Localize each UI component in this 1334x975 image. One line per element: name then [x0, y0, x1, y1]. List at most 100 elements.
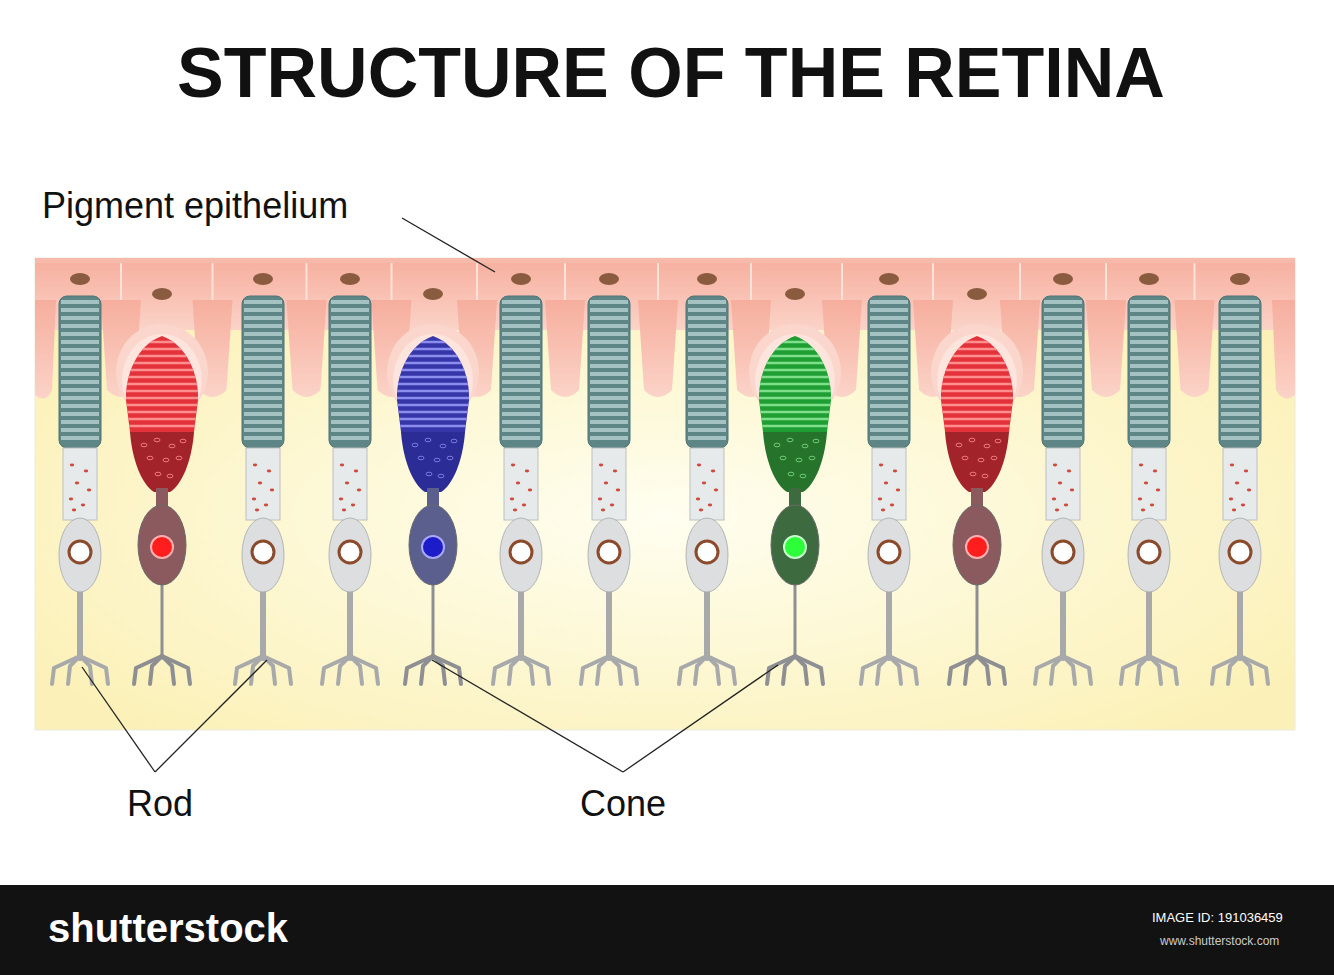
rod-disc	[590, 396, 628, 400]
rod-disc	[1130, 356, 1168, 360]
rod-disc	[590, 316, 628, 320]
mitochondrion	[1052, 498, 1056, 501]
rod-disc	[870, 436, 908, 440]
rod-disc	[1221, 340, 1259, 344]
mitochondrion	[1230, 464, 1234, 467]
mitochondrion	[264, 504, 268, 507]
photoreceptors	[52, 296, 1268, 684]
cone-cell	[937, 336, 1017, 684]
mitochondrion	[813, 439, 819, 443]
rod-disc	[1221, 420, 1259, 424]
mitochondrion	[426, 472, 432, 476]
rod-disc	[1130, 300, 1168, 304]
rod-nucleus	[1138, 541, 1160, 563]
rod-disc	[590, 364, 628, 368]
rod-disc	[688, 324, 726, 328]
cell-boundary	[1019, 262, 1021, 300]
cone-disc	[122, 355, 202, 358]
synaptic-terminal	[1051, 656, 1063, 684]
synaptic-terminal	[889, 656, 917, 684]
axon	[77, 585, 83, 658]
mitochondrion	[412, 443, 418, 447]
rod-disc	[331, 356, 369, 360]
rod-cell-body	[686, 518, 728, 592]
rod-disc	[870, 340, 908, 344]
rod-inner-segment	[690, 448, 724, 520]
mitochondrion	[984, 444, 990, 448]
rod-disc	[61, 364, 99, 368]
rod-outer-segment	[686, 296, 728, 448]
synaptic-terminal	[609, 656, 637, 684]
rod-disc	[244, 364, 282, 368]
rod-disc	[502, 428, 540, 432]
rod-disc	[1130, 324, 1168, 328]
synaptic-terminal	[1121, 656, 1149, 684]
rod-disc	[590, 420, 628, 424]
cone-cell-body	[953, 505, 1001, 585]
rod-disc	[331, 436, 369, 440]
leader-line	[623, 665, 778, 772]
rod-disc	[244, 348, 282, 352]
cone-disc	[393, 362, 473, 365]
rod-disc	[1044, 372, 1082, 376]
mitochondrion	[878, 498, 882, 501]
cell-boundary	[1105, 262, 1107, 300]
rod-disc	[1130, 340, 1168, 344]
cone-disc	[937, 355, 1017, 358]
cone-disc	[755, 348, 835, 351]
rod-outer-segment	[868, 296, 910, 448]
mitochondrion	[528, 489, 532, 492]
rod-outer-segment	[1219, 296, 1261, 448]
mitochondrion	[1229, 498, 1233, 501]
rod-disc	[244, 388, 282, 392]
mitochondrion	[1058, 482, 1062, 485]
cone-disc	[122, 397, 202, 400]
rod-disc	[1044, 364, 1082, 368]
rod-inner-segment	[333, 448, 367, 520]
rod-disc	[502, 412, 540, 416]
cone-nucleus	[422, 536, 444, 558]
rod-disc	[1044, 316, 1082, 320]
epithelium-top	[35, 258, 1295, 263]
cone-nucleus	[151, 536, 173, 558]
mitochondrion	[604, 482, 608, 485]
mitochondrion	[255, 509, 259, 512]
cell-boundary	[841, 262, 843, 300]
rod-disc	[590, 372, 628, 376]
part-label: Pigment epithelium	[42, 184, 348, 227]
rod-disc	[1044, 340, 1082, 344]
mitochondrion	[438, 474, 444, 478]
axon	[886, 585, 892, 658]
rod-disc	[590, 388, 628, 392]
rod-nucleus	[598, 541, 620, 563]
mitochondrion	[708, 504, 712, 507]
axon	[794, 580, 797, 658]
epithelium-nucleus	[1053, 273, 1073, 285]
mitochondrion	[418, 456, 424, 460]
rod-disc	[502, 356, 540, 360]
rod-disc	[502, 300, 540, 304]
rod-disc	[688, 404, 726, 408]
cone-disc	[755, 425, 835, 428]
axon	[976, 580, 979, 658]
rod-cell-body	[59, 518, 101, 592]
rod-disc	[61, 340, 99, 344]
rod-outer-segment	[59, 296, 101, 448]
synaptic-terminal	[965, 656, 977, 684]
mitochondrion	[890, 504, 894, 507]
axon	[260, 585, 266, 658]
synaptic-terminal	[322, 656, 350, 684]
rod-disc	[688, 380, 726, 384]
mitochondrion	[1156, 489, 1160, 492]
rod-disc	[502, 380, 540, 384]
rod-disc	[688, 332, 726, 336]
cone-disc	[393, 425, 473, 428]
mitochondrion	[155, 472, 161, 476]
rod-disc	[870, 332, 908, 336]
cone-disc	[755, 362, 835, 365]
rod-disc	[590, 332, 628, 336]
axon	[347, 585, 353, 658]
rod-disc	[1221, 300, 1259, 304]
rod-disc	[61, 356, 99, 360]
mitochondrion	[711, 470, 715, 473]
